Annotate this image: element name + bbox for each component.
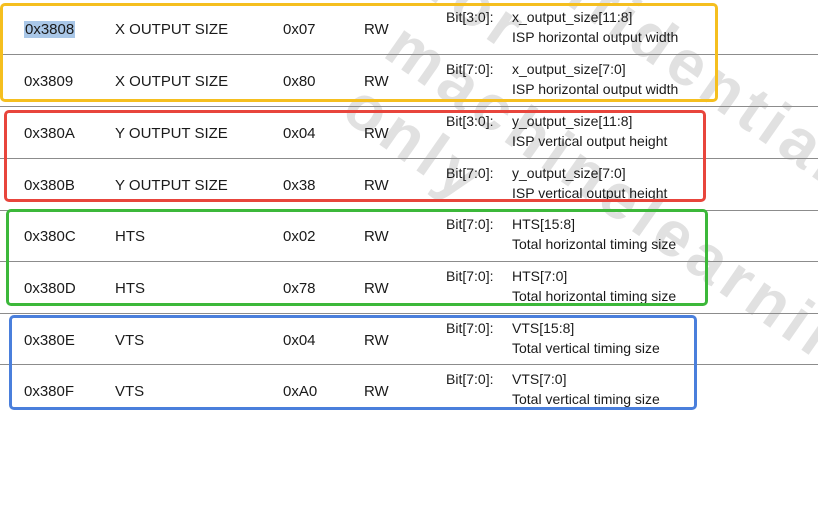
register-name: X OUTPUT SIZE — [115, 73, 229, 90]
register-field: HTS[15:8] — [512, 216, 576, 232]
register-rw: RW — [364, 177, 389, 194]
register-description: Total vertical timing size — [512, 391, 660, 407]
register-field: VTS[15:8] — [512, 320, 575, 336]
register-default: 0x04 — [283, 332, 316, 349]
table-row: 0x380D HTS 0x78 RW Bit[7:0]: HTS[7:0] To… — [0, 261, 818, 313]
register-default: 0x02 — [283, 228, 316, 245]
table-row: 0x380E VTS 0x04 RW Bit[7:0]: VTS[15:8] T… — [0, 313, 818, 365]
register-description: ISP horizontal output width — [512, 81, 679, 97]
register-address[interactable]: 0x380E — [24, 332, 75, 349]
register-rw: RW — [364, 73, 389, 90]
register-default: 0x38 — [283, 177, 316, 194]
register-name: VTS — [115, 383, 145, 400]
register-field: HTS[7:0] — [512, 268, 568, 284]
register-default: 0x80 — [283, 73, 316, 90]
register-rw: RW — [364, 280, 389, 297]
table-row: 0x3808 X OUTPUT SIZE 0x07 RW Bit[3:0]: x… — [0, 2, 818, 54]
register-name: X OUTPUT SIZE — [115, 21, 229, 38]
register-bits: Bit[7:0]: — [446, 61, 494, 77]
register-field: y_output_size[11:8] — [512, 113, 633, 129]
register-default: 0xA0 — [283, 383, 318, 400]
register-address[interactable]: 0x3808 — [24, 21, 76, 39]
register-description: ISP vertical output height — [512, 133, 668, 149]
register-bits: Bit[7:0]: — [446, 371, 494, 387]
table-row: 0x380A Y OUTPUT SIZE 0x04 RW Bit[3:0]: y… — [0, 106, 818, 158]
row-divider — [0, 106, 818, 107]
vts-annotation-box — [9, 315, 697, 410]
register-description: Total horizontal timing size — [512, 236, 677, 252]
register-name: HTS — [115, 280, 145, 297]
row-divider — [0, 364, 818, 365]
register-address[interactable]: 0x380D — [24, 280, 76, 297]
register-bits: Bit[7:0]: — [446, 320, 494, 336]
register-rw: RW — [364, 125, 389, 142]
register-name: VTS — [115, 332, 145, 349]
register-field: x_output_size[7:0] — [512, 61, 626, 77]
table-row: 0x380C HTS 0x02 RW Bit[7:0]: HTS[15:8] T… — [0, 209, 818, 261]
register-description: ISP horizontal output width — [512, 29, 679, 45]
row-divider — [0, 158, 818, 159]
register-description: Total horizontal timing size — [512, 288, 677, 304]
register-field: y_output_size[7:0] — [512, 165, 626, 181]
register-description: ISP vertical output height — [512, 185, 668, 201]
table-row: 0x380F VTS 0xA0 RW Bit[7:0]: VTS[7:0] To… — [0, 364, 818, 416]
register-bits: Bit[7:0]: — [446, 268, 494, 284]
register-rw: RW — [364, 228, 389, 245]
address-highlight: 0x3808 — [24, 21, 76, 38]
register-default: 0x04 — [283, 125, 316, 142]
register-rw: RW — [364, 332, 389, 349]
register-bits: Bit[3:0]: — [446, 113, 494, 129]
register-address[interactable]: 0x380C — [24, 228, 76, 245]
register-field: VTS[7:0] — [512, 371, 567, 387]
table-row: 0x380B Y OUTPUT SIZE 0x38 RW Bit[7:0]: y… — [0, 158, 818, 210]
register-name: HTS — [115, 228, 145, 245]
register-address[interactable]: 0x3809 — [24, 73, 74, 90]
hts-annotation-box — [6, 209, 708, 306]
register-address[interactable]: 0x380B — [24, 177, 75, 194]
row-divider — [0, 313, 818, 314]
x-output-size-annotation-box — [0, 3, 718, 102]
register-name: Y OUTPUT SIZE — [115, 125, 228, 142]
register-address[interactable]: 0x380F — [24, 383, 75, 400]
register-bits: Bit[7:0]: — [446, 165, 494, 181]
y-output-size-annotation-box — [4, 110, 706, 202]
register-rw: RW — [364, 383, 389, 400]
register-field: x_output_size[11:8] — [512, 9, 633, 25]
register-bits: Bit[3:0]: — [446, 9, 494, 25]
register-rw: RW — [364, 21, 389, 38]
register-name: Y OUTPUT SIZE — [115, 177, 228, 194]
register-address[interactable]: 0x380A — [24, 125, 75, 142]
register-default: 0x07 — [283, 21, 316, 38]
register-description: Total vertical timing size — [512, 340, 660, 356]
row-divider — [0, 54, 818, 55]
register-bits: Bit[7:0]: — [446, 216, 494, 232]
register-default: 0x78 — [283, 280, 316, 297]
table-row: 0x3809 X OUTPUT SIZE 0x80 RW Bit[7:0]: x… — [0, 54, 818, 106]
row-divider — [0, 261, 818, 262]
